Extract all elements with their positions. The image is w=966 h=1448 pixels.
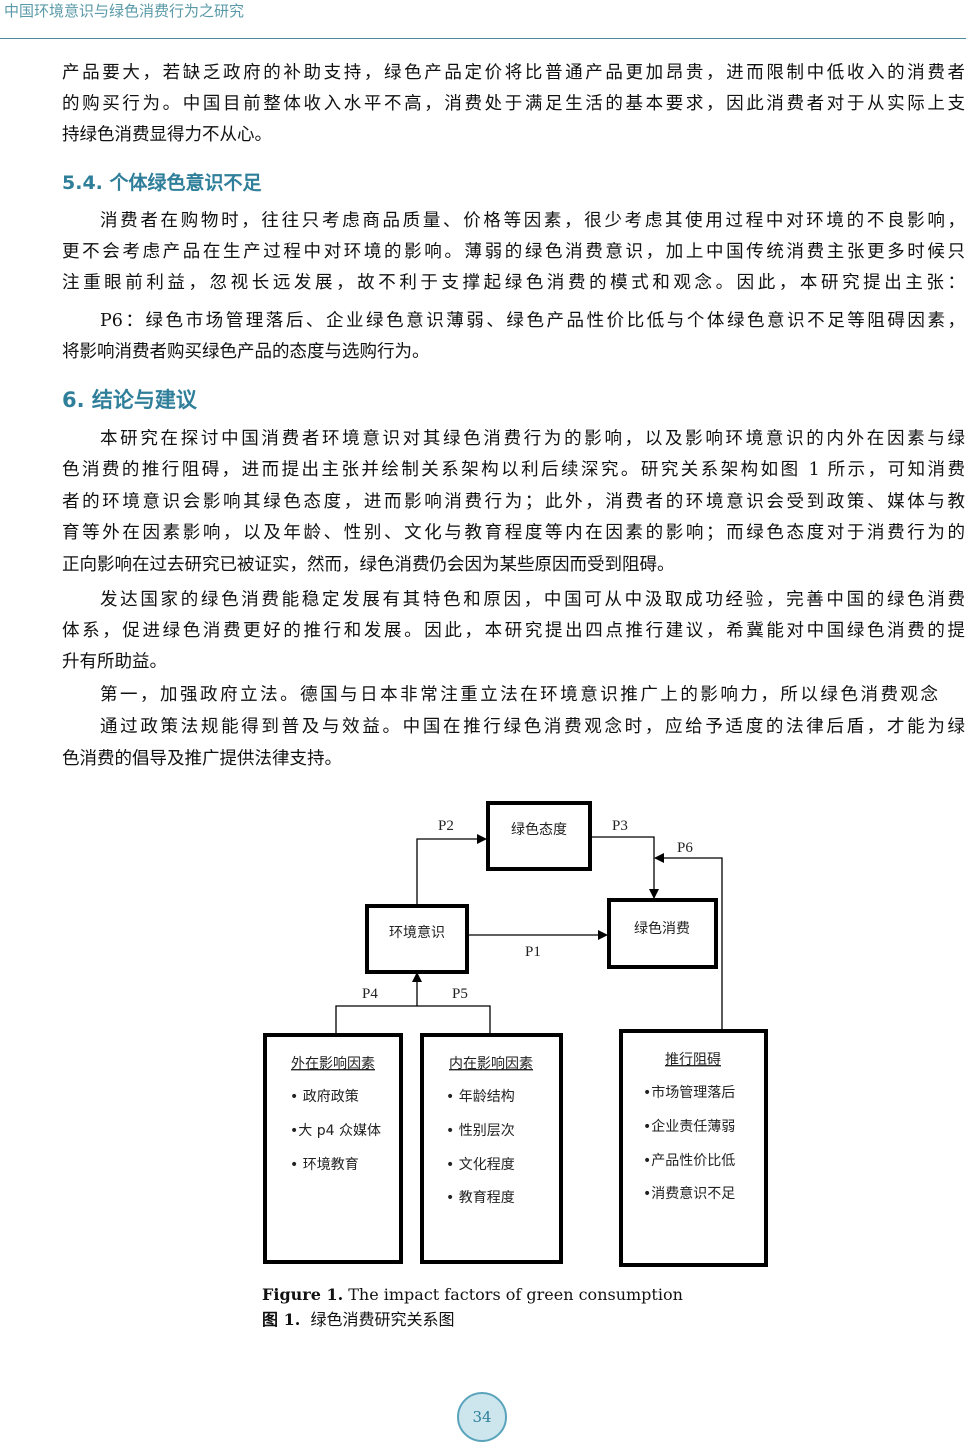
text-line: 第一，加强政府立法。德国与日本非常注重立法在环境意识推广上的影响力，所以绿色消费… [100,685,938,705]
text-line: 色消费的推行阻碍，进而提出主张并绘制关系架构以利后续深究。研究关系架构如图 1 … [62,460,965,480]
text-line: 的购买行为。中国目前整体收入水平不高，消费处于满足生活的基本要求，因此消费者对于… [62,94,965,114]
box-green-attitude [486,801,592,871]
external-factors-title: 外在影响因素 [291,1056,375,1072]
text-line: 持绿色消费显得力不从心。 [62,125,272,145]
box-internal-factors [420,1033,563,1264]
label-p3: P3 [612,818,628,834]
internal-factor-item: • 文化程度 [446,1157,515,1173]
internal-factor-item: • 教育程度 [446,1190,515,1206]
section-heading: 6. 结论与建议 [62,388,197,412]
text-line: 注重眼前利益，忽视长远发展，故不利于支撑起绿色消费的模式和观念。因此，本研究提出… [62,273,965,293]
section-heading: 5.4. 个体绿色意识不足 [62,172,262,194]
running-header: 中国环境意识与绿色消费行为之研究 [4,2,245,20]
external-factor-item: • 政府政策 [290,1088,359,1105]
caption-text: The impact factors of green consumption [343,1285,683,1304]
internal-factors-title: 内在影响因素 [449,1056,533,1072]
internal-factor-item: • 性别层次 [446,1123,515,1139]
label-p2: P2 [438,818,454,834]
box-barriers [619,1029,768,1267]
box-environmental-awareness [365,904,469,974]
caption-label: 图 1. [262,1310,301,1329]
header-rule [0,38,966,39]
text-line: 育等外在因素影响，以及年龄、性别、文化与教育程度等内在因素的影响；而绿色态度对于… [62,523,965,543]
page-number: 34 [457,1392,507,1442]
text-line: 消费者在购物时，往往只考虑商品质量、价格等因素，很少考虑其使用过程中对环境的不良… [100,211,965,231]
label-green-consumption: 绿色消费 [634,920,690,937]
label-p5: P5 [452,986,468,1002]
caption-label: Figure 1. [262,1285,344,1304]
text-line: 发达国家的绿色消费能稳定发展有其特色和原因，中国可从中汲取成功经验，完善中国的绿… [100,590,965,610]
text-line: 通过政策法规能得到普及与效益。中国在推行绿色消费观念时，应给予适度的法律后盾，才… [100,717,965,737]
box-green-consumption [607,898,718,969]
connector-p4-p5 [335,1005,491,1034]
barrier-item: •市场管理落后 [643,1084,735,1101]
arrow-p2 [416,834,487,905]
label-p1: P1 [525,944,541,960]
label-environmental-awareness: 环境意识 [389,924,445,941]
figure-caption-zh: 图 1. 绿色消费研究关系图 [262,1306,454,1330]
label-green-attitude: 绿色态度 [511,821,567,838]
arrow-p6 [654,853,723,1030]
barrier-item: •消费意识不足 [643,1185,735,1202]
caption-text: 绿色消费研究关系图 [300,1310,455,1329]
external-factor-item: • 环境教育 [290,1157,359,1173]
external-factor-item: •大 p4 众媒体 [290,1123,381,1139]
text-line: P6：绿色市场管理落后、企业绿色意识薄弱、绿色产品性价比低与个体绿色意识不足等阻… [100,311,965,331]
text-line: 升有所助益。 [62,652,167,672]
arrow-p3 [590,836,659,899]
text-line: 本研究在探讨中国消费者环境意识对其绿色消费行为的影响，以及影响环境意识的内外在因… [100,429,965,449]
box-external-factors [263,1033,403,1264]
label-p4: P4 [362,986,378,1002]
text-line: 体系，促进绿色消费更好的推行和发展。因此，本研究提出四点推行建议，希冀能对中国绿… [62,621,965,641]
barrier-item: •企业责任薄弱 [643,1118,735,1135]
text-line: 色消费的倡导及推广提供法律支持。 [62,749,342,769]
text-line: 者的环境意识会影响其绿色态度，进而影响消费行为；此外，消费者的环境意识会受到政策… [62,492,965,512]
label-p6: P6 [677,840,693,856]
barrier-item: •产品性价比低 [643,1153,735,1169]
text-line: 更不会考虑产品在生产过程中对环境的影响。薄弱的绿色消费意识，加上中国传统消费主张… [62,242,965,262]
figure-caption-en: Figure 1. The impact factors of green co… [262,1285,683,1304]
text-line: 将影响消费者购买绿色产品的态度与选购行为。 [62,342,430,362]
text-line: 产品要大，若缺乏政府的补助支持，绿色产品定价将比普通产品更加昂贵，进而限制中低收… [62,63,965,83]
text-line: 正向影响在过去研究已被证实，然而，绿色消费仍会因为某些原因而受到阻碍。 [62,555,675,575]
barriers-title: 推行阻碍 [665,1052,721,1068]
internal-factor-item: • 年龄结构 [446,1089,515,1105]
